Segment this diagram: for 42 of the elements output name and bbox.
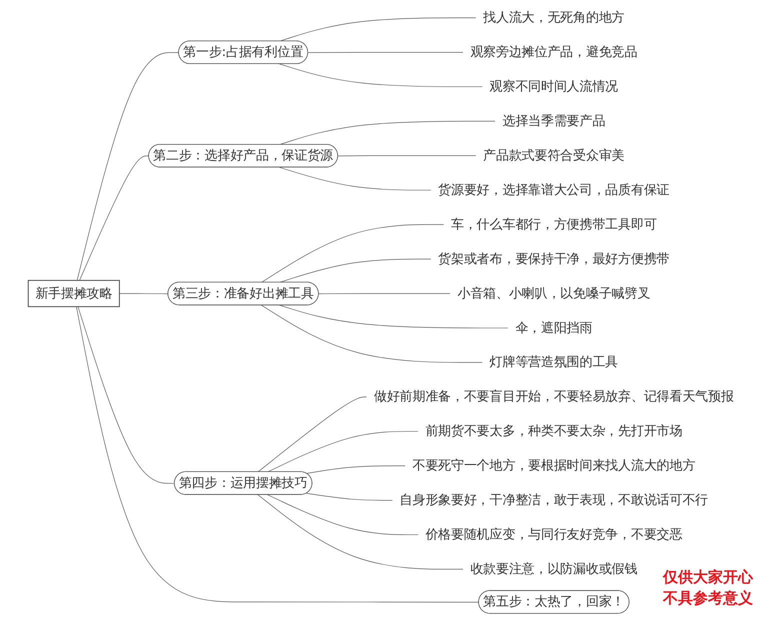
node-text: 货架或者布，要保持干净，最好方便携带 [438,252,670,266]
node-text: 货源要好，选择靠谱大公司，品质有保证 [438,182,670,198]
connector [279,64,483,88]
connector [267,431,419,472]
connector [258,396,368,472]
connector [119,293,168,294]
node-text: 收款要注意，以防漏收或假钱 [470,562,638,577]
connector [279,18,476,42]
node-text: 观察旁边摊位产品，避免竞品 [470,44,638,60]
connector [306,466,406,474]
connector [279,167,432,190]
connector [261,304,483,363]
connector [338,155,476,156]
connector [279,304,509,328]
connector [76,52,180,281]
connector [279,258,432,283]
connector [78,306,175,484]
node-text: 找人流大，无死角的地方 [483,10,624,26]
connector [79,156,150,281]
node-text: 自身形象要好，干净整洁，敢于表现，不敢说话可不行 [400,493,708,508]
connector [258,494,464,570]
connector [267,494,419,536]
node-box: 新手摆摊攻略 [28,280,120,308]
node-text: 价格要随机应变，与同行友好竞争，不要交恶 [425,527,682,542]
note-text: 仅供大家开心 [663,568,753,587]
node-text: 灯牌等营造氛围的工具 [490,355,618,370]
connector [306,493,393,501]
node-text: 小音箱、小喇叭，以免嗓子喊劈叉 [457,286,650,301]
node-text: 观察不同时间人流情况 [490,79,618,94]
node-text: 做好前期准备，不要盲目开始，不要轻易放弃、记得看天气预报 [374,390,734,404]
note-text: 不具参考意义 [663,589,753,608]
connector [76,306,480,603]
node-text: 前期货不要太多，种类不要太杂，先打开市场 [425,424,682,439]
node-text: 车，什么车都行，方便携带工具即可 [451,217,657,232]
connector [261,224,444,283]
node-text: 伞，遮阳挡雨 [515,320,592,336]
connector [308,52,464,53]
node-text: 产品款式要符合受众审美 [483,148,624,163]
connector [279,120,496,145]
connector [318,293,451,294]
node-text: 不要死守一个地方，要根据时间来找人流大的地方 [412,458,696,474]
node-text: 选择当季需要产品 [502,114,606,129]
